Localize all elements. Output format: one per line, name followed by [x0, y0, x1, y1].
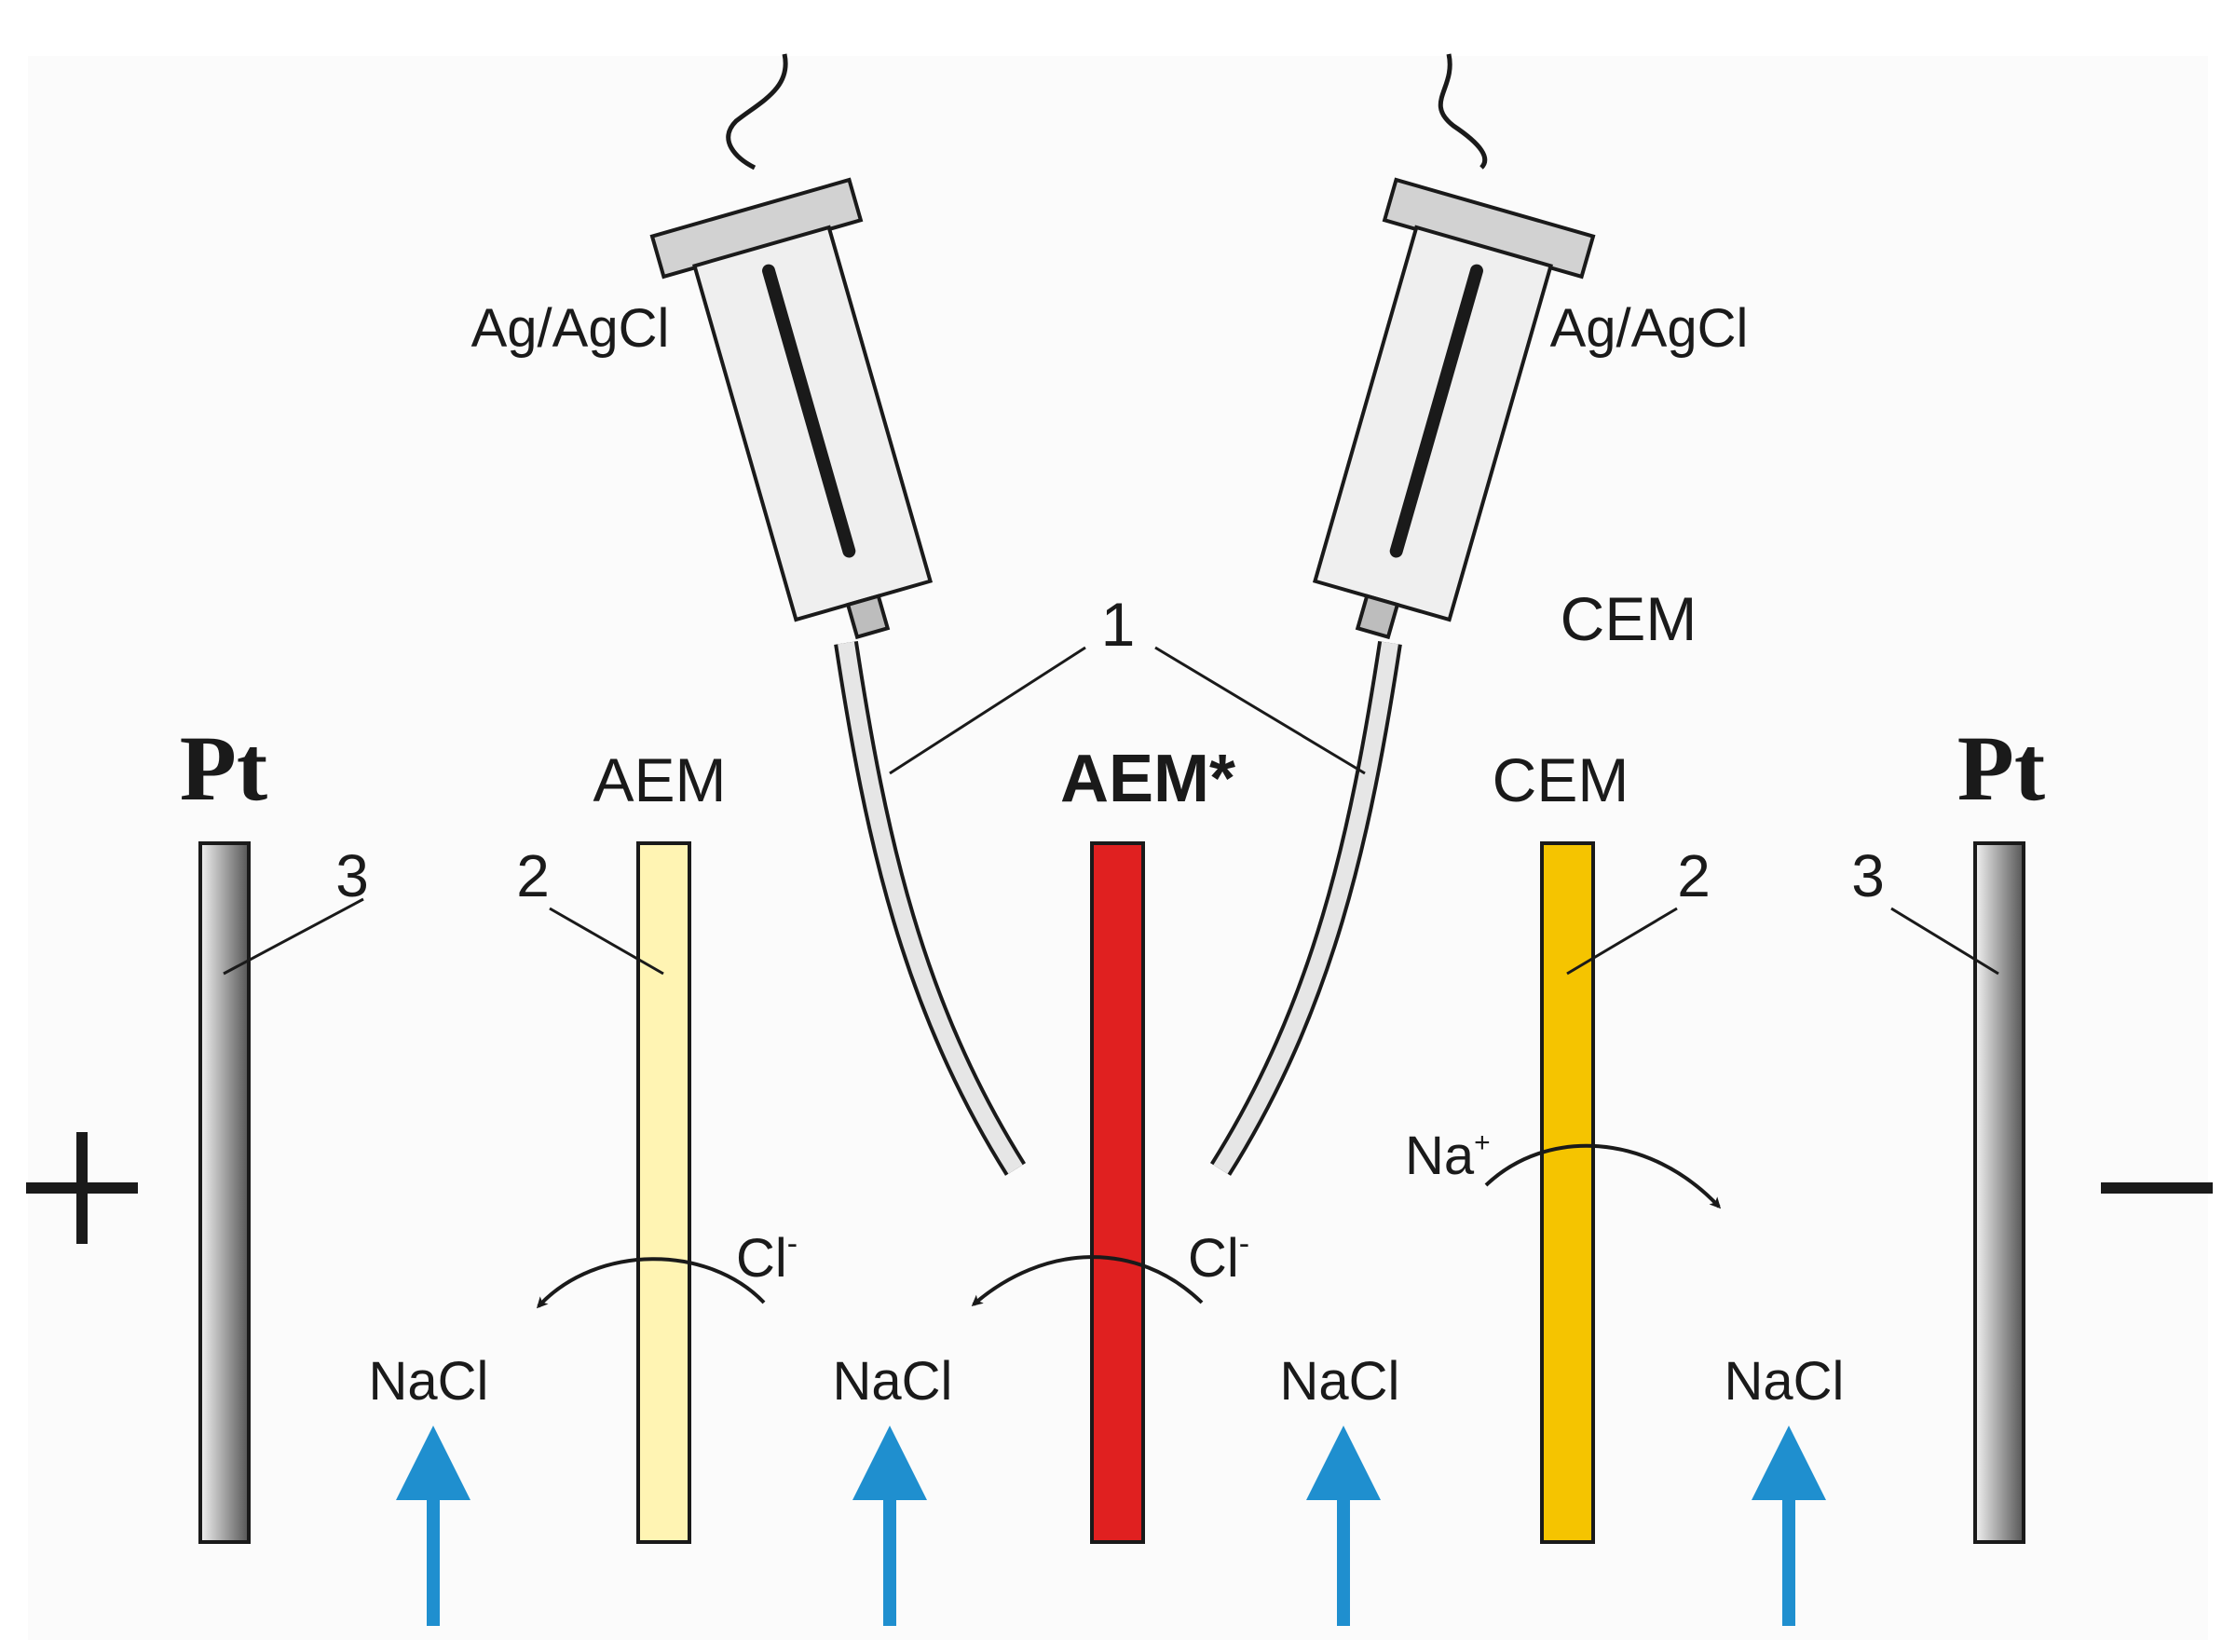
flow-arrow-2: [852, 1426, 927, 1626]
ag-agcl-label-right: Ag/AgCl: [1550, 298, 1749, 359]
test-aem-label: AEM*: [1060, 742, 1235, 816]
sodium-label-cem: Na+: [1405, 1126, 1491, 1186]
right-electrode-wire: [1438, 53, 1488, 170]
sodium-arrow-cem: [1484, 1143, 1722, 1209]
aem-label: AEM: [593, 745, 726, 814]
positive-terminal-sign: [26, 1132, 138, 1244]
capillary-leader-right: [1154, 646, 1366, 775]
reference-electrode-left: [649, 53, 1027, 1176]
chloride-label-aem: Cl-: [736, 1226, 798, 1289]
ag-agcl-label-left: Ag/AgCl: [471, 298, 670, 359]
electrode-number-left: 3: [335, 842, 369, 909]
nacl-label-1: NaCl: [369, 1351, 489, 1412]
pt-anode: [198, 841, 251, 1544]
chloride-arrow-aem: [536, 1257, 766, 1309]
auxiliary-cem: [1540, 841, 1595, 1544]
pt-cathode: [1973, 841, 2025, 1544]
aem-number: 2: [516, 842, 550, 909]
cem-leader: [1566, 907, 1678, 976]
nacl-label-2: NaCl: [833, 1351, 953, 1412]
right-luggin-capillary: [1213, 641, 1398, 1174]
auxiliary-aem: [636, 841, 691, 1544]
flow-arrow-1: [396, 1426, 470, 1626]
left-electrode-wire: [726, 53, 788, 171]
capillary-leader-left: [889, 646, 1086, 775]
capillary-number-label: 1: [1101, 590, 1136, 659]
chloride-arrow-test-aem: [971, 1255, 1204, 1306]
right-electrode-wire-inner: [1389, 264, 1483, 558]
flow-arrow-4: [1752, 1426, 1826, 1626]
right-electrode-tip: [1355, 594, 1400, 640]
pt-label-right: Pt: [1957, 717, 2045, 820]
left-electrode-tip: [845, 594, 891, 640]
left-electrode-wire-inner: [762, 264, 856, 558]
nacl-label-3: NaCl: [1280, 1351, 1400, 1412]
electrode-number-right: 3: [1851, 842, 1885, 909]
cem-label: CEM: [1493, 745, 1629, 814]
chloride-label-test-aem: Cl-: [1188, 1226, 1249, 1289]
left-luggin-capillary: [838, 641, 1023, 1174]
flow-arrow-3: [1306, 1426, 1381, 1626]
electrode-leader-left: [223, 897, 364, 976]
nacl-label-4: NaCl: [1725, 1351, 1845, 1412]
cem-number: 2: [1677, 842, 1711, 909]
reference-electrode-right: [1209, 53, 1596, 1176]
test-aem: [1090, 841, 1145, 1544]
electrode-leader-right: [1890, 907, 1999, 976]
aem-leader: [549, 907, 664, 976]
cem-label-upper: CEM: [1561, 584, 1697, 653]
pt-label-left: Pt: [180, 717, 267, 820]
